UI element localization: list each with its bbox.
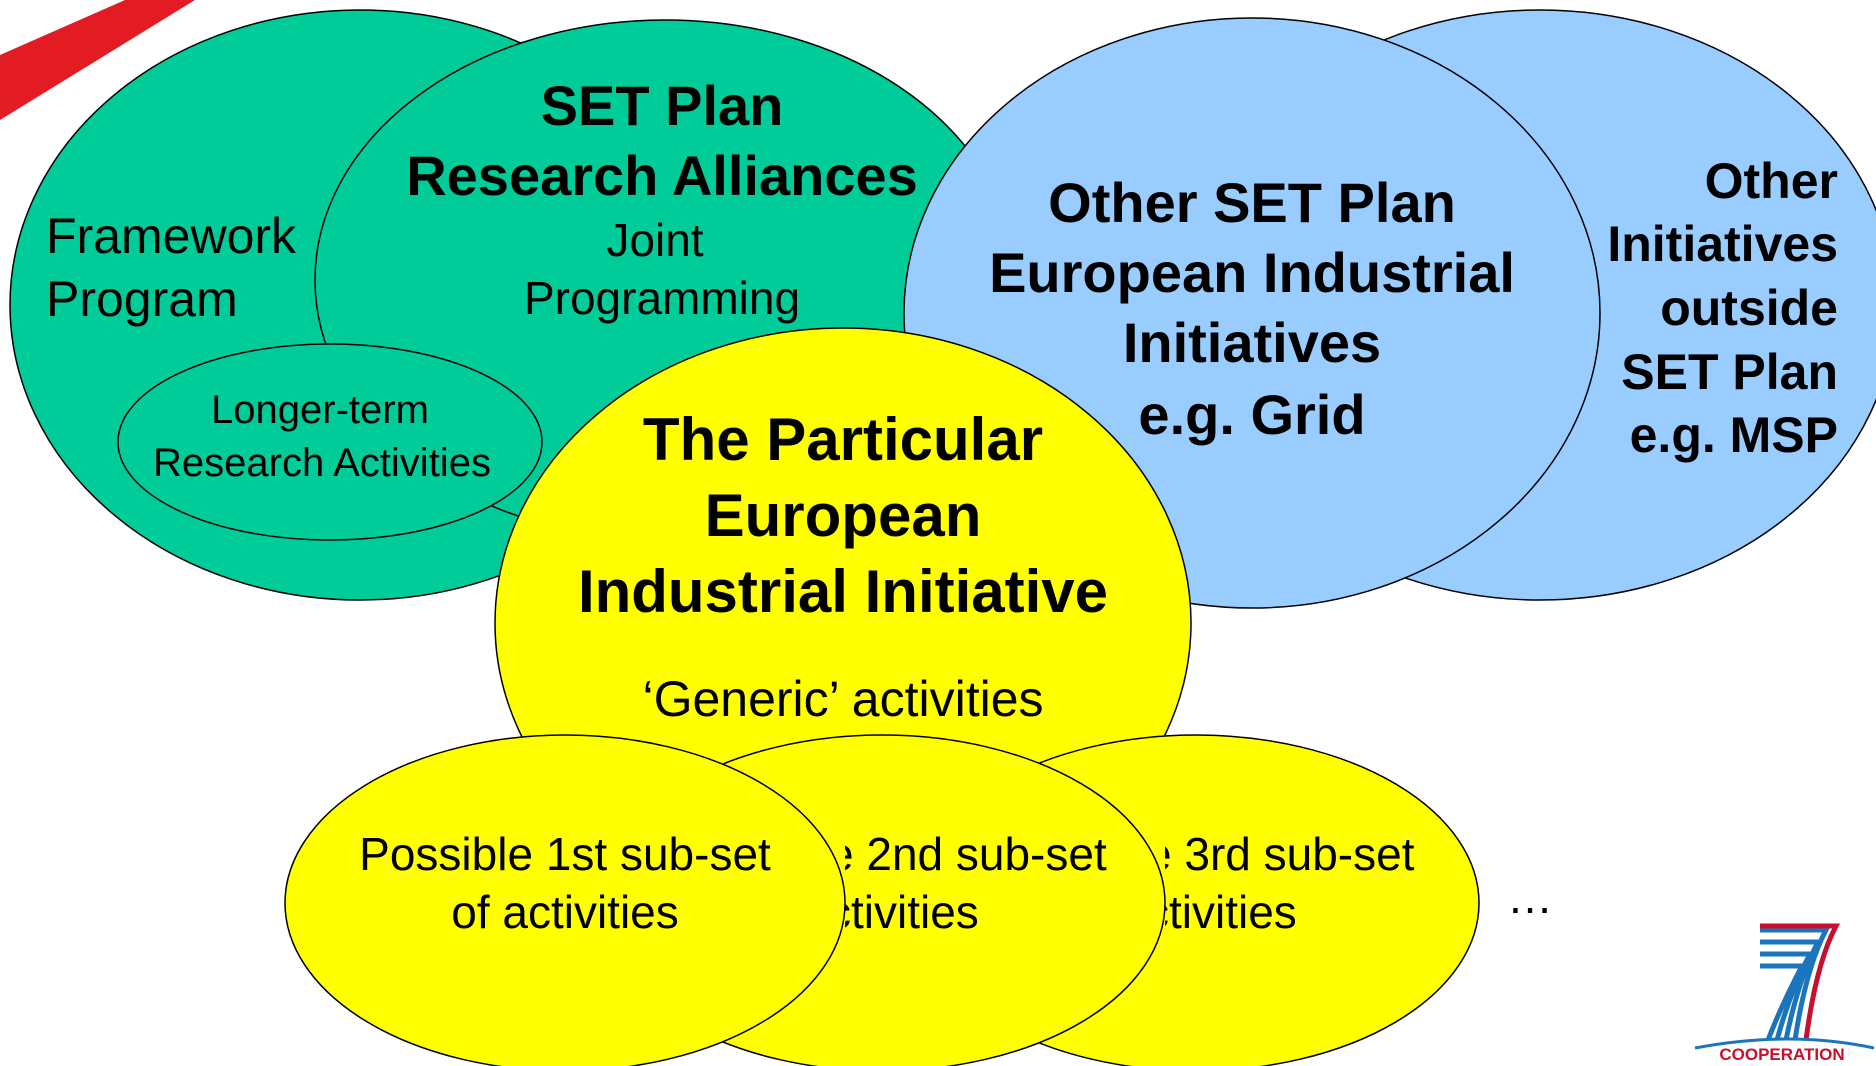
- joint-programming-line2: Programming: [524, 272, 800, 324]
- other-eii-line2: European Industrial: [989, 241, 1515, 304]
- other-eii-line4: e.g. Grid: [1138, 383, 1365, 446]
- logo-cooperation-text: COOPERATION: [1719, 1045, 1844, 1064]
- continuation-ellipsis: …: [1507, 871, 1553, 923]
- longer-term-line2: Research Activities: [153, 441, 491, 485]
- set-plan-title-line1: SET Plan: [541, 74, 784, 137]
- set-plan-title-line2: Research Alliances: [406, 144, 918, 207]
- particular-eii-line1: The Particular: [643, 406, 1043, 473]
- particular-eii-line2: European: [705, 482, 982, 549]
- other-initiatives-line3: outside: [1660, 280, 1838, 336]
- other-initiatives-line2: Initiatives: [1607, 216, 1838, 272]
- logo-seven-stroke-2: [1760, 939, 1823, 1041]
- third-subset-line2: ctivities: [1146, 886, 1297, 938]
- joint-programming-line1: Joint: [606, 214, 703, 266]
- fp7-cooperation-logo: COOPERATION: [1694, 923, 1875, 1064]
- other-initiatives-line5: e.g. MSP: [1630, 407, 1838, 463]
- first-subset-line1: Possible 1st sub-set: [359, 828, 771, 880]
- framework-program-line1: Framework: [46, 208, 297, 264]
- third-subset-line1: e 3rd sub-set: [1146, 828, 1415, 880]
- other-initiatives-line1: Other: [1705, 153, 1838, 209]
- generic-activities-label: ‘Generic’ activities: [642, 671, 1043, 727]
- logo-seven-stroke-red: [1760, 923, 1841, 1041]
- logo-swoosh: [1694, 1037, 1875, 1050]
- second-subset-line2: ctivities: [828, 886, 979, 938]
- longer-term-line1: Longer-term: [211, 388, 429, 432]
- logo-seven-stroke-4: [1760, 963, 1807, 1041]
- other-eii-line1: Other SET Plan: [1048, 171, 1456, 234]
- other-initiatives-line4: SET Plan: [1621, 344, 1838, 400]
- first-subset-ellipse: [284, 734, 846, 1066]
- first-subset-line2: of activities: [451, 886, 679, 938]
- logo-seven-stroke-3: [1760, 951, 1815, 1041]
- corner-accent-swoosh: [0, 0, 195, 120]
- particular-eii-line3: Industrial Initiative: [578, 558, 1108, 625]
- second-subset-line1: e 2nd sub-set: [828, 828, 1107, 880]
- longer-term-research-ellipse: [117, 343, 543, 541]
- other-eii-line3: Initiatives: [1123, 311, 1381, 374]
- framework-program-line2: Program: [46, 271, 238, 327]
- logo-seven-stroke-1: [1760, 927, 1831, 1041]
